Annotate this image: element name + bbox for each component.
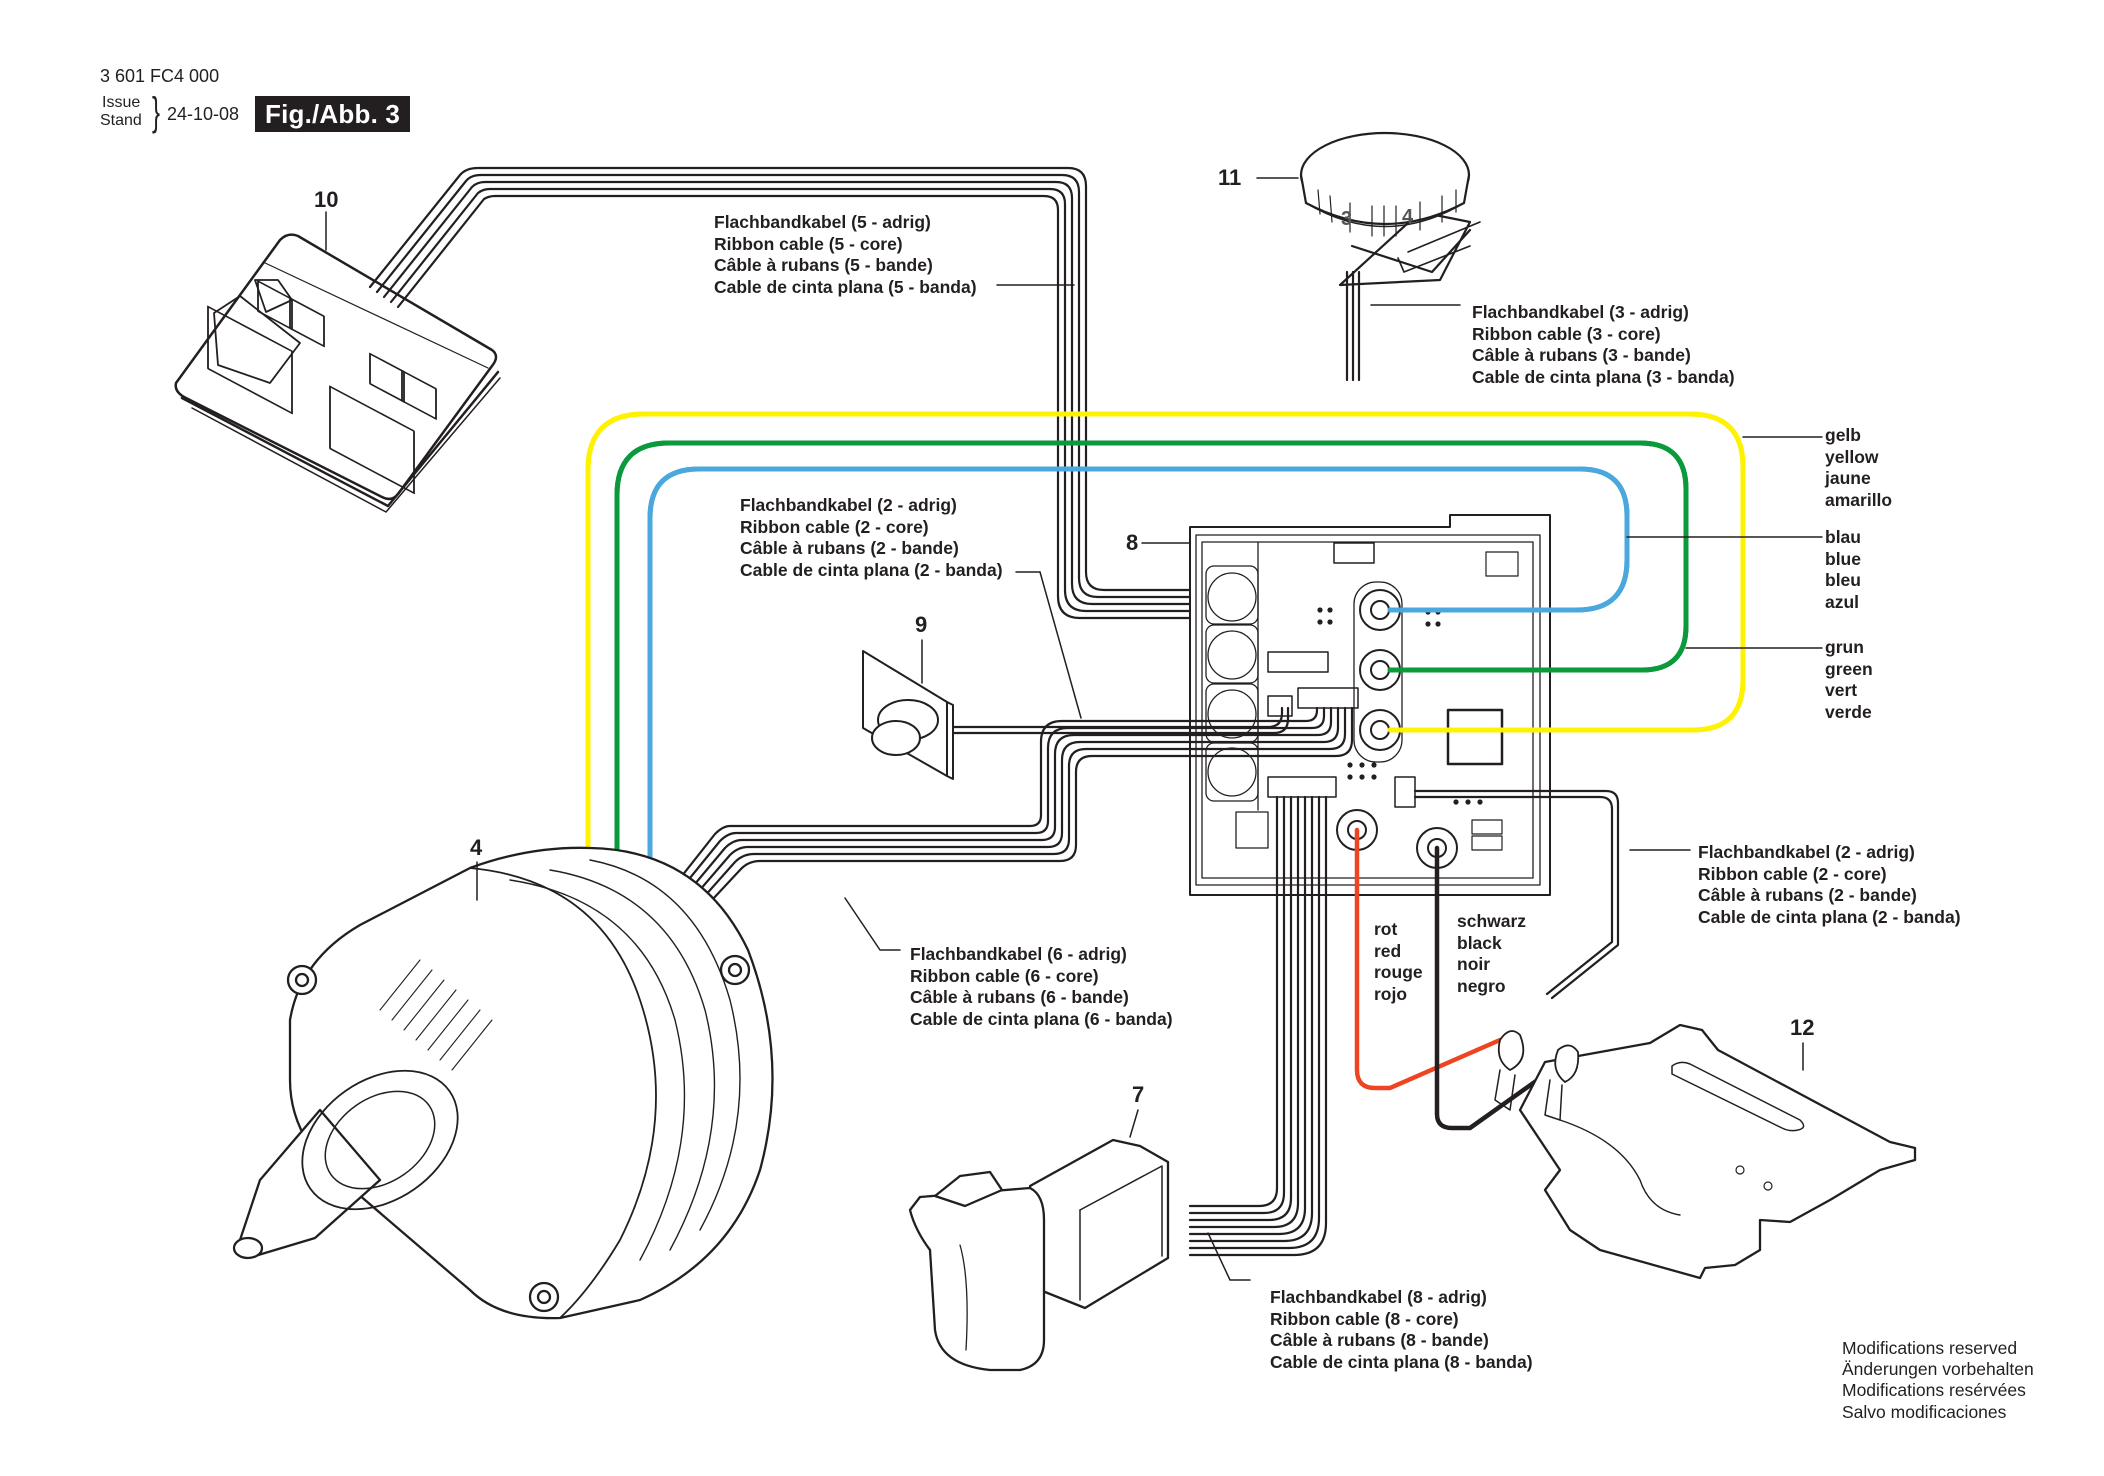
wire-label-red: rot red rouge rojo [1374, 919, 1423, 1004]
knob-marking-3: 3 [1341, 208, 1353, 230]
cable-label-2-core-left: Flachbandkabel (2 - adrig) Ribbon cable … [740, 495, 1003, 580]
cable-label-8-core: Flachbandkabel (8 - adrig) Ribbon cable … [1270, 1287, 1533, 1372]
document-number: 3 601 FC4 000 [100, 66, 220, 86]
part-number-10: 10 [314, 187, 339, 212]
wire-label-black: schwarz black noir negro [1457, 911, 1527, 996]
yellow-wire [585, 411, 1746, 853]
cable-label-6-core: Flachbandkabel (6 - adrig) Ribbon cable … [910, 944, 1173, 1029]
part-number-12: 12 [1790, 1015, 1815, 1040]
leader-line-8-core [1207, 1232, 1251, 1281]
part-number-9: 9 [915, 612, 928, 637]
part-number-11: 11 [1218, 165, 1242, 190]
cable-label-5-core: Flachbandkabel (5 - adrig) Ribbon cable … [714, 212, 977, 297]
leader-line-6-core [844, 897, 901, 951]
issue-label: Issue [102, 94, 141, 111]
circuit-board-drawing [1189, 514, 1551, 896]
issue-date: 24-10-08 [167, 104, 240, 124]
cable-label-3-core: Flachbandkabel (3 - adrig) Ribbon cable … [1472, 302, 1735, 387]
cable-label-2-core-right: Flachbandkabel (2 - adrig) Ribbon cable … [1698, 842, 1961, 927]
leader-line-7 [1129, 1109, 1139, 1138]
wire-label-green: grun green vert verde [1825, 637, 1873, 722]
control-panel-drawing [174, 233, 501, 513]
trigger-switch-drawing [908, 1138, 1170, 1372]
motor-drawing [232, 846, 774, 1320]
wire-label-blue: blau blue bleu azul [1825, 527, 1861, 612]
leader-line-2-core-left [1039, 571, 1082, 719]
figure-label: Fig./Abb. 3 [255, 96, 411, 132]
part-number-7: 7 [1132, 1082, 1145, 1107]
base-plate-drawing [1494, 1023, 1917, 1280]
red-wire [1354, 827, 1503, 1091]
black-wire [1434, 845, 1563, 1131]
selector-knob-drawing [1299, 131, 1481, 382]
knob-marking-4: 4 [1402, 206, 1414, 228]
part-number-4: 4 [470, 835, 483, 860]
wire-label-yellow: gelb yellow jaune amarillo [1825, 425, 1893, 510]
modifications-notice: Modifications reserved Änderungen vorbeh… [1842, 1338, 2034, 1422]
ribbon-cable-2-core-right [1413, 789, 1620, 1000]
ribbon-cable-8-core [1188, 795, 1328, 1257]
brace: } [152, 90, 161, 134]
part-number-8: 8 [1126, 530, 1139, 555]
stand-label: Stand [100, 112, 142, 129]
push-button-drawing [862, 650, 954, 780]
ribbon-cable-6-core [657, 706, 1354, 932]
